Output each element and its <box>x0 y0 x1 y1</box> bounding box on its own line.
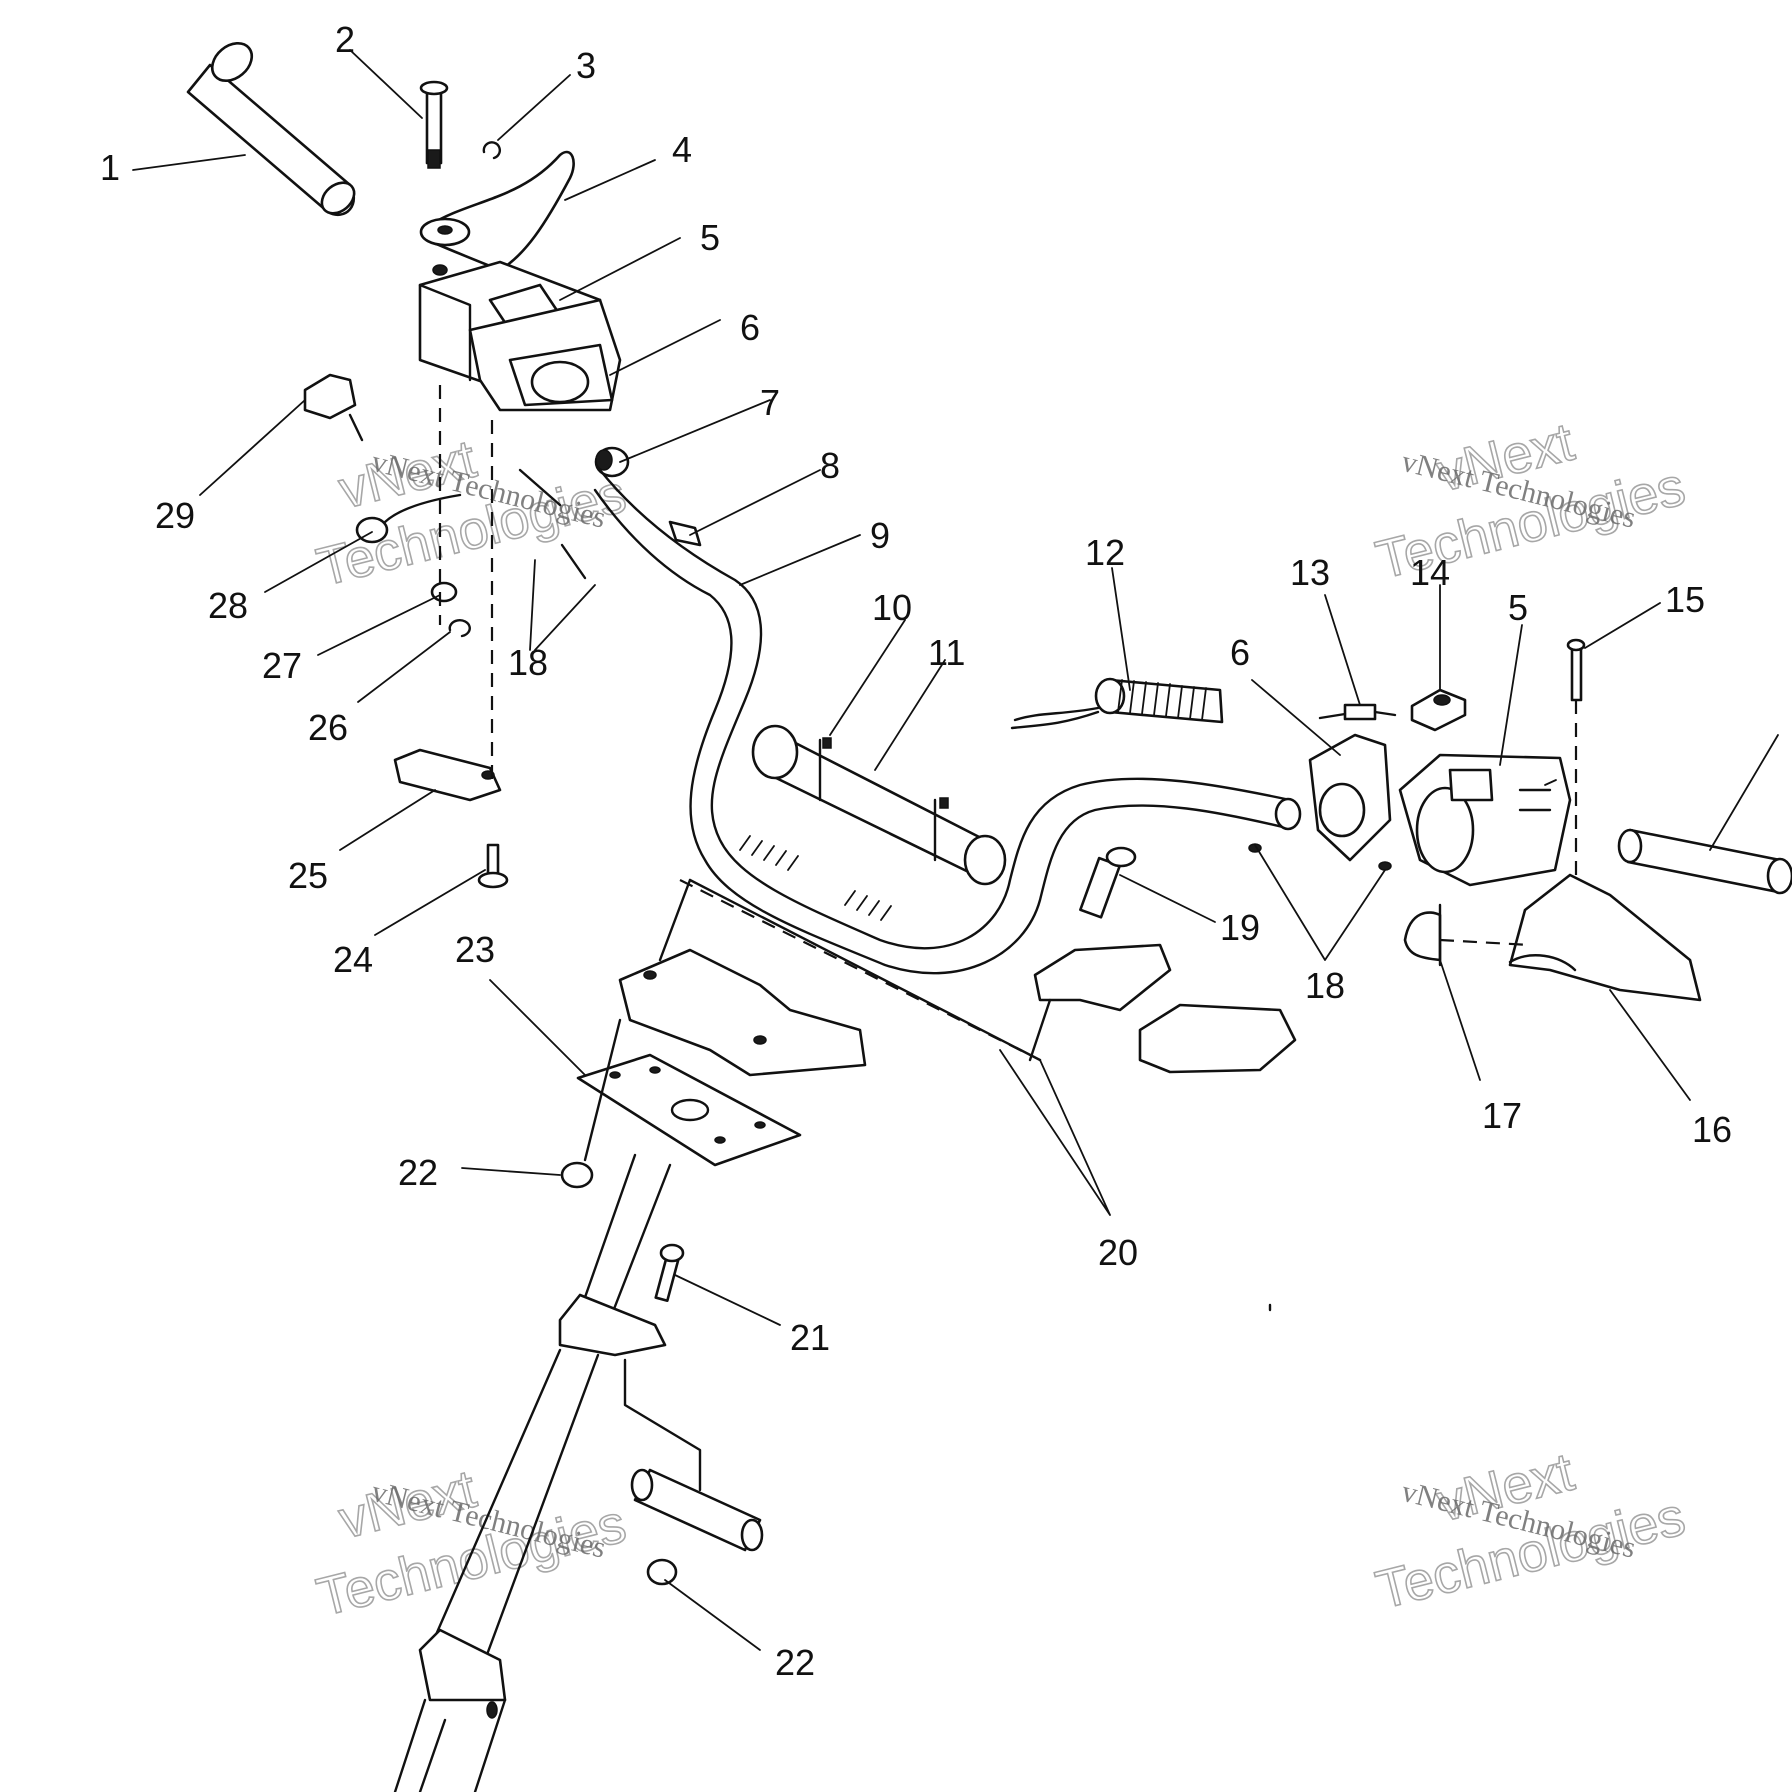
part-clip-26 <box>448 619 471 638</box>
part-small-switch <box>1318 703 1397 721</box>
callout-1: 1 <box>100 147 120 188</box>
callout-21: 21 <box>790 1317 830 1358</box>
part-mounting-plate <box>576 1053 802 1167</box>
part-steering-column <box>393 1153 672 1792</box>
part-pivot-pin <box>419 80 449 169</box>
callout-18-left: 18 <box>508 642 548 683</box>
callout-11: 11 <box>928 632 965 673</box>
callout-12: 12 <box>1085 532 1125 573</box>
part-bolt-19 <box>1079 846 1137 919</box>
callout-22-lower: 22 <box>775 1642 815 1683</box>
callout-6: 6 <box>740 307 760 348</box>
part-handlebar <box>593 468 1302 975</box>
part-grip-heater <box>1010 677 1224 730</box>
part-throttle-lever <box>1508 873 1702 1002</box>
part-e-clip <box>482 141 501 160</box>
callout-23: 23 <box>455 929 495 970</box>
part-cable-clamp <box>668 520 702 547</box>
part-left-grip <box>186 41 356 217</box>
part-right-bracket-plate <box>1308 733 1392 862</box>
callout-19: 19 <box>1220 907 1260 948</box>
part-brake-lever <box>419 150 575 272</box>
callout-18-right: 18 <box>1305 965 1345 1006</box>
callout-24: 24 <box>333 939 373 980</box>
callout-25: 25 <box>288 855 328 896</box>
callout-15: 15 <box>1665 579 1705 620</box>
part-sleeve <box>630 1468 764 1552</box>
part-cover-plate-25 <box>393 748 502 802</box>
callout-10: 10 <box>872 587 912 628</box>
callout-13: 13 <box>1290 552 1330 593</box>
part-nut-22-upper <box>560 1161 594 1189</box>
part-left-control-housing <box>418 260 622 412</box>
part-handlebar-clamps <box>618 879 1297 1077</box>
part-nut-22-lower <box>646 1558 678 1586</box>
callout-9: 9 <box>870 515 890 556</box>
callout-2: 2 <box>335 19 355 60</box>
part-bushing <box>594 446 630 478</box>
callout-17: 17 <box>1482 1095 1522 1136</box>
part-right-control-housing <box>1398 753 1572 887</box>
callout-3: 3 <box>576 45 596 86</box>
callout-8: 8 <box>820 445 840 486</box>
callout-28: 28 <box>208 585 248 626</box>
callout-numbers: 1 2 3 4 5 6 7 8 9 10 11 12 13 14 5 15 6 … <box>100 19 1732 1683</box>
part-right-grip <box>1617 828 1792 895</box>
callout-20: 20 <box>1098 1232 1138 1273</box>
part-bolt-21 <box>654 1243 685 1303</box>
callout-16: 16 <box>1692 1109 1732 1150</box>
callout-27: 27 <box>262 645 302 686</box>
part-washer-27 <box>430 581 458 603</box>
callout-26: 26 <box>308 707 348 748</box>
callout-4: 4 <box>672 129 692 170</box>
part-screw-24 <box>477 843 509 889</box>
callout-5-right: 5 <box>1508 587 1528 628</box>
callout-14: 14 <box>1410 552 1450 593</box>
callout-6-right: 6 <box>1230 632 1250 673</box>
callout-22-upper: 22 <box>398 1152 438 1193</box>
part-bar-pad <box>751 724 1007 886</box>
callout-7: 7 <box>760 382 780 423</box>
part-switch-29 <box>303 373 364 442</box>
callout-5: 5 <box>700 217 720 258</box>
part-clip-ring <box>1403 903 1442 967</box>
callout-29: 29 <box>155 495 195 536</box>
leader-lines <box>132 49 1779 1651</box>
part-right-pin <box>1566 638 1586 702</box>
alignment-lines <box>438 385 1578 1492</box>
part-switch-cap <box>1410 688 1467 732</box>
